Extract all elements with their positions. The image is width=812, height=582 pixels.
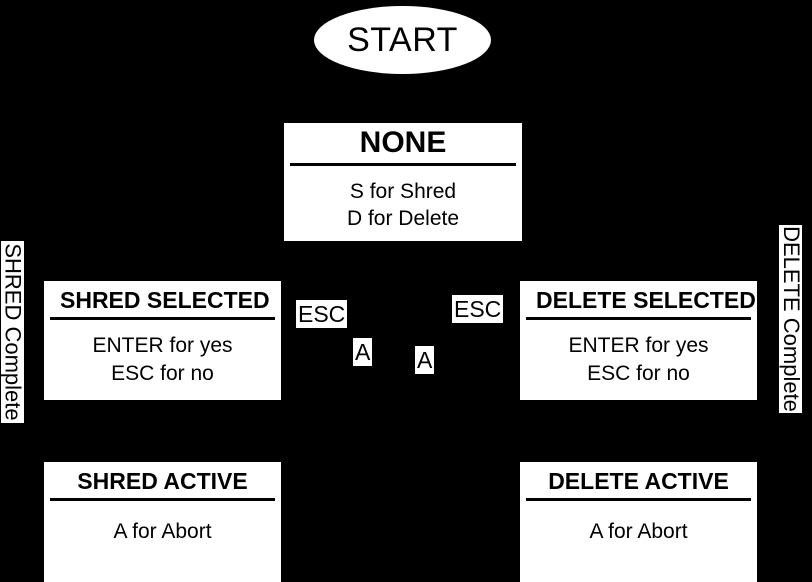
state-node-shred-active[interactable]: SHRED ACTIVE A for Abort xyxy=(44,462,281,582)
state-node-shred-selected[interactable]: SHRED SELECTED ENTER for yes ESC for no xyxy=(44,281,281,400)
state-line-delete-selected-1: ENTER for yes xyxy=(568,334,709,358)
state-node-delete-active[interactable]: DELETE ACTIVE A for Abort xyxy=(520,462,757,582)
state-body-delete-active: A for Abort xyxy=(520,501,757,582)
state-line-none-1: S for Shred xyxy=(349,179,457,203)
state-body-none: S for Shred D for Delete xyxy=(284,166,522,242)
state-line-none-2: D for Delete xyxy=(346,207,460,231)
state-line-delete-selected-2: ESC for no xyxy=(587,362,690,386)
transition-label-delete-complete-text: DELETE Complete xyxy=(778,226,804,412)
transition-label-abort-left: A xyxy=(353,338,373,367)
state-body-delete-selected: ENTER for yes ESC for no xyxy=(520,320,757,400)
transition-label-delete-complete: DELETE Complete xyxy=(778,225,804,413)
state-node-none[interactable]: NONE S for Shred D for Delete xyxy=(284,123,522,241)
transition-label-esc-right: ESC xyxy=(452,295,504,324)
state-body-shred-selected: ENTER for yes ESC for no xyxy=(44,320,281,400)
transition-label-abort-right: A xyxy=(415,346,435,375)
state-body-shred-active: A for Abort xyxy=(44,501,281,582)
state-node-delete-selected[interactable]: DELETE SELECTED ENTER for yes ESC for no xyxy=(520,281,757,400)
transition-label-shred-complete: SHRED Complete xyxy=(0,241,26,423)
transition-label-shred-complete-text: SHRED Complete xyxy=(0,243,26,421)
state-title-none: NONE xyxy=(290,123,516,166)
transition-label-esc-left: ESC xyxy=(296,300,348,329)
state-node-start[interactable]: START xyxy=(314,6,491,74)
state-title-delete-active: DELETE ACTIVE xyxy=(526,462,751,502)
state-line-shred-selected-2: ESC for no xyxy=(111,362,214,386)
start-node-label: START xyxy=(347,21,458,59)
state-line-shred-active-1: A for Abort xyxy=(113,520,212,544)
state-title-delete-selected: DELETE SELECTED xyxy=(526,281,756,321)
state-line-delete-active-1: A for Abort xyxy=(589,520,688,544)
state-title-shred-active: SHRED ACTIVE xyxy=(50,462,275,502)
state-line-shred-selected-1: ENTER for yes xyxy=(92,334,233,358)
state-title-shred-selected: SHRED SELECTED xyxy=(50,281,275,321)
